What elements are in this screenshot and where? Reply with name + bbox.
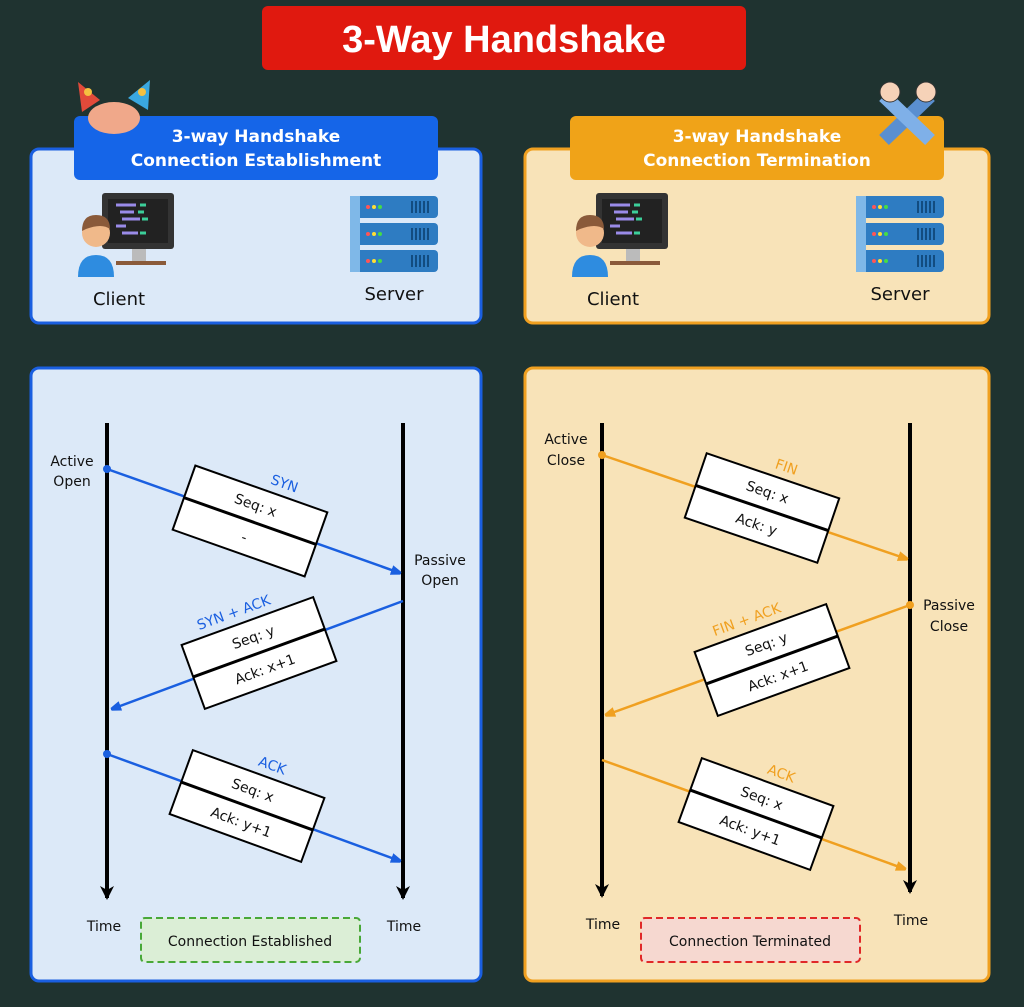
client-state-line1: Active xyxy=(544,432,587,448)
server-icon xyxy=(349,195,439,273)
server-state-line1: Passive xyxy=(923,598,975,614)
time-label: Time xyxy=(86,919,121,935)
client-state-line2: Open xyxy=(53,474,90,490)
client-state-line1: Active xyxy=(50,454,93,470)
establishment-header-line2: Connection Establishment xyxy=(131,151,381,171)
server-state-line2: Open xyxy=(421,573,458,589)
server-icon xyxy=(855,195,945,273)
ack-packet: ACK Seq: x Ack: y+1 xyxy=(168,748,326,864)
packet-name: FIN xyxy=(773,456,800,478)
time-label: Time xyxy=(585,917,620,933)
packet-ack: - xyxy=(239,530,249,547)
termination-header-banner xyxy=(570,116,944,180)
syn-packet: SYN Seq: x - xyxy=(171,464,329,578)
fin-packet: FIN Seq: x Ack: y xyxy=(683,451,841,565)
server-state-line2: Close xyxy=(930,619,968,635)
termination-header-line1: 3-way Handshake xyxy=(673,127,842,147)
status-text: Connection Terminated xyxy=(669,934,831,950)
server-state-line1: Passive xyxy=(414,553,466,569)
time-label: Time xyxy=(386,919,421,935)
establishment-header-banner xyxy=(74,116,438,180)
termination-header-line2: Connection Termination xyxy=(643,151,871,171)
server-label: Server xyxy=(364,284,424,305)
client-label: Client xyxy=(93,289,145,310)
status-text: Connection Established xyxy=(168,934,332,950)
time-label: Time xyxy=(893,913,928,929)
handshake-icon xyxy=(78,80,150,134)
connection-terminated-badge xyxy=(640,917,861,963)
crossed-hands-icon xyxy=(879,81,937,146)
establishment-header-line1: 3-way Handshake xyxy=(172,127,341,147)
title-banner xyxy=(262,6,746,70)
connection-established-badge xyxy=(140,917,361,963)
server-label: Server xyxy=(870,284,930,305)
page-title: 3-Way Handshake xyxy=(342,19,666,61)
client-state-line2: Close xyxy=(547,453,585,469)
client-label: Client xyxy=(587,289,639,310)
